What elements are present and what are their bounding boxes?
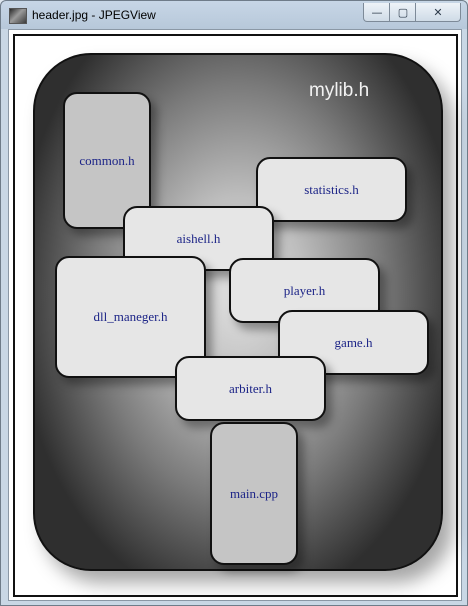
minimize-button[interactable]: — [363, 3, 391, 22]
diagram-canvas: mylib.h common.h statistics.h aishell.h … [33, 53, 443, 571]
app-icon [9, 8, 27, 24]
diagram-title: mylib.h [309, 80, 370, 101]
image-frame: mylib.h common.h statistics.h aishell.h … [13, 34, 458, 597]
maximize-icon: ▢ [397, 5, 409, 19]
close-button[interactable]: ✕ [415, 3, 461, 22]
node-arbiter: arbiter.h [175, 356, 326, 421]
node-statistics: statistics.h [256, 157, 407, 222]
minimize-icon: — [371, 5, 383, 19]
title-bar[interactable]: header.jpg - JPEGView — ▢ ✕ [1, 1, 467, 29]
node-common: common.h [63, 92, 151, 229]
close-icon: ✕ [433, 5, 443, 19]
image-viewport[interactable]: mylib.h common.h statistics.h aishell.h … [8, 29, 462, 601]
node-main: main.cpp [210, 422, 298, 565]
window-title: header.jpg - JPEGView [32, 8, 156, 22]
maximize-button[interactable]: ▢ [389, 3, 417, 22]
